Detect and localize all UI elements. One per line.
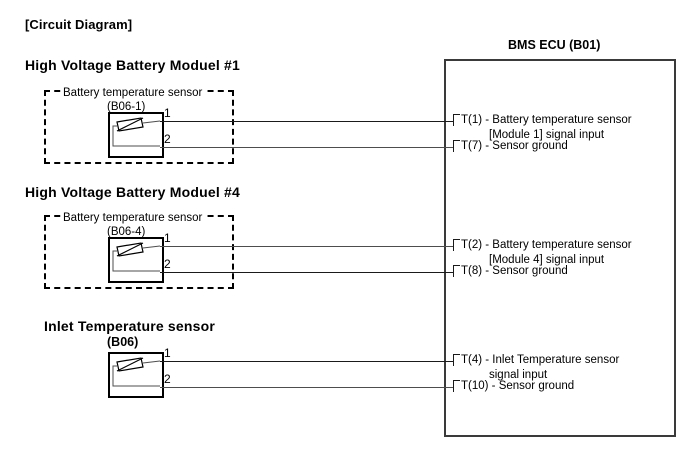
module-1-pin-1-number: 1 (164, 106, 171, 120)
ecu-pin-t4-desc: T(4) - Inlet Temperature sensor signal i… (461, 353, 619, 383)
module-1-wire-ground (160, 147, 453, 148)
inlet-wire-signal (160, 361, 453, 362)
module-1-thermistor-icon (112, 117, 160, 147)
ecu-pin-t2-line2: [Module 4] signal input (489, 254, 605, 266)
module-4-sensor-code: (B06-4) (107, 226, 146, 238)
module-1-sensor-caption: Battery temperature sensor (61, 87, 205, 99)
ecu-pin-t1-line1: T(1) - Battery temperature sensor (461, 114, 632, 126)
module-4-sensor-caption: Battery temperature sensor (61, 212, 205, 224)
section-heading-module-1: High Voltage Battery Moduel #1 (25, 57, 240, 73)
ecu-pin-t2-desc: T(2) - Battery temperature sensor [Modul… (461, 238, 632, 268)
module-1-sensor-code: (B06-1) (107, 101, 146, 113)
ecu-pin-bracket-t4 (453, 354, 460, 366)
ecu-pin-t10-desc: T(10) - Sensor ground (461, 380, 575, 392)
ecu-pin-bracket-t1 (453, 114, 460, 126)
ecu-pin-t7-desc: T(7) - Sensor ground (461, 140, 568, 152)
ecu-label: BMS ECU (B01) (508, 38, 601, 52)
module-4-thermistor-icon (112, 242, 160, 272)
bms-ecu-box (444, 59, 676, 437)
module-1-pin-2-number: 2 (164, 132, 171, 146)
section-heading-inlet: Inlet Temperature sensor (44, 318, 216, 334)
module-4-sensor-box (108, 237, 164, 283)
module-4-pin-2-number: 2 (164, 257, 171, 271)
inlet-pin-2-number: 2 (164, 372, 171, 386)
module-4-wire-ground (160, 272, 453, 273)
inlet-wire-ground (160, 387, 453, 388)
module-1-wire-signal (160, 121, 453, 122)
ecu-pin-t1-desc: T(1) - Battery temperature sensor [Modul… (461, 113, 632, 143)
page-title: [Circuit Diagram] (25, 17, 133, 32)
ecu-pin-bracket-t10 (453, 380, 460, 392)
ecu-pin-t4-line1: T(4) - Inlet Temperature sensor (461, 354, 620, 366)
inlet-thermistor-icon (112, 357, 160, 387)
module-4-wire-signal (160, 246, 453, 247)
ecu-pin-t1-line2: [Module 1] signal input (489, 129, 605, 141)
ecu-pin-bracket-t8 (453, 265, 460, 277)
module-4-pin-1-number: 1 (164, 231, 171, 245)
inlet-sensor-code: (B06) (107, 335, 139, 349)
section-heading-module-4: High Voltage Battery Moduel #4 (25, 184, 240, 200)
ecu-pin-bracket-t2 (453, 239, 460, 251)
ecu-pin-t4-line2: signal input (489, 369, 548, 381)
inlet-pin-1-number: 1 (164, 346, 171, 360)
ecu-pin-t8-desc: T(8) - Sensor ground (461, 265, 568, 277)
ecu-pin-bracket-t7 (453, 140, 460, 152)
ecu-pin-t2-line1: T(2) - Battery temperature sensor (461, 239, 632, 251)
